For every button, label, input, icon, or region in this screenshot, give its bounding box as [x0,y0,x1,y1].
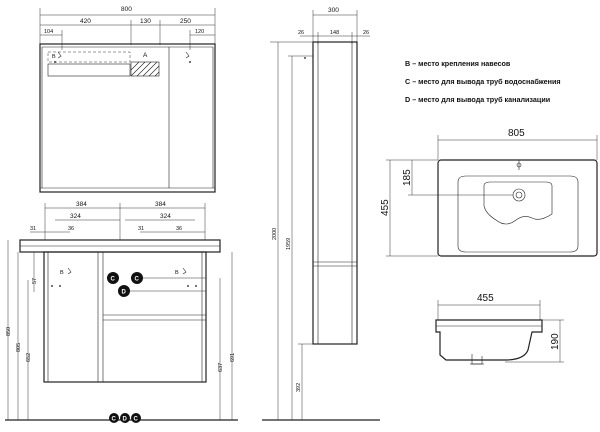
dim-cab-in-right: 324 [160,213,171,220]
hanging-mark-left-icon [57,51,62,59]
marker-b-cab-left: B [60,270,64,276]
marker-a: A [143,52,148,59]
basin-top-view: 805 455 185 [380,128,598,257]
dim-h57: 57 [32,278,38,284]
drain-icon [512,188,526,202]
dim-mirror-small-left: 104 [44,29,53,35]
dim-h691: 691 [230,353,236,362]
marker-c-right-icon [131,272,143,284]
dim-m31-left: 31 [30,226,36,232]
dim-m36-left: 36 [68,226,74,232]
dim-basin-805: 805 [508,128,525,139]
dim-mirror-right: 250 [180,18,191,25]
dim-side-190: 190 [550,333,561,350]
hanging-mark-cab-right-icon [182,267,187,275]
hanging-mark-cab-left-icon [67,267,72,275]
floor-marker-0: C [112,417,117,423]
marker-b-mirror: B [52,54,56,60]
dim-m36-right: 36 [176,226,182,232]
dim-col-1959: 1959 [286,238,292,250]
dim-col-26-right: 26 [363,30,369,36]
dim-h850: 850 [6,327,12,336]
dim-basin-455: 455 [380,199,391,216]
vanity-cabinet-view: 384 384 324 324 31 36 31 36 B B C [5,201,238,423]
mirror-cabinet-view: 800 420 130 250 104 120 A [39,6,216,193]
legend: B – место крепления навесов C – место дл… [405,59,561,104]
dim-mirror-mid: 130 [140,18,151,25]
dim-col-148: 148 [330,30,339,36]
marker-c-right-label: C [135,277,140,283]
dim-mirror-total: 800 [121,6,132,13]
marker-c-left-icon [107,272,119,284]
dim-basin-185: 185 [402,169,413,186]
floor-marker-1: D [123,417,128,423]
dim-m31-right: 31 [138,226,144,232]
dim-col-300: 300 [328,7,339,14]
dim-h652: 652 [26,353,32,362]
legend-b: B – место крепления навесов [405,59,511,68]
dim-cab-right: 384 [155,201,166,208]
dim-mirror-left: 420 [80,18,91,25]
dim-h637: 637 [218,363,224,372]
dim-mirror-small-right: 120 [195,29,204,35]
hanging-mark-right-icon [185,51,190,59]
dim-cab-left: 384 [76,201,87,208]
floor-marker-c2-icon [131,413,141,423]
dim-cab-in-left: 324 [70,213,81,220]
dim-col-26-left: 26 [298,30,304,36]
dim-col-392: 392 [296,383,302,392]
column-cabinet-view: 300 26 148 26 2000 1959 392 [262,7,380,421]
dim-col-2000: 2000 [272,228,278,240]
dim-h805: 805 [16,343,22,352]
basin-side-view: 455 190 [435,293,564,365]
floor-marker-2: C [134,417,139,423]
legend-d: D – место для вывода труб канализации [405,95,550,104]
floor-marker-d-icon [120,413,130,423]
legend-c: C – место для вывода труб водоснабжения [405,77,561,86]
marker-b-cab-right: B [175,270,179,276]
floor-marker-c1-icon [109,413,119,423]
marker-d-icon [118,285,130,297]
marker-d-label: D [122,290,127,296]
marker-c-left-label: C [111,277,116,283]
dim-side-455: 455 [477,293,494,304]
